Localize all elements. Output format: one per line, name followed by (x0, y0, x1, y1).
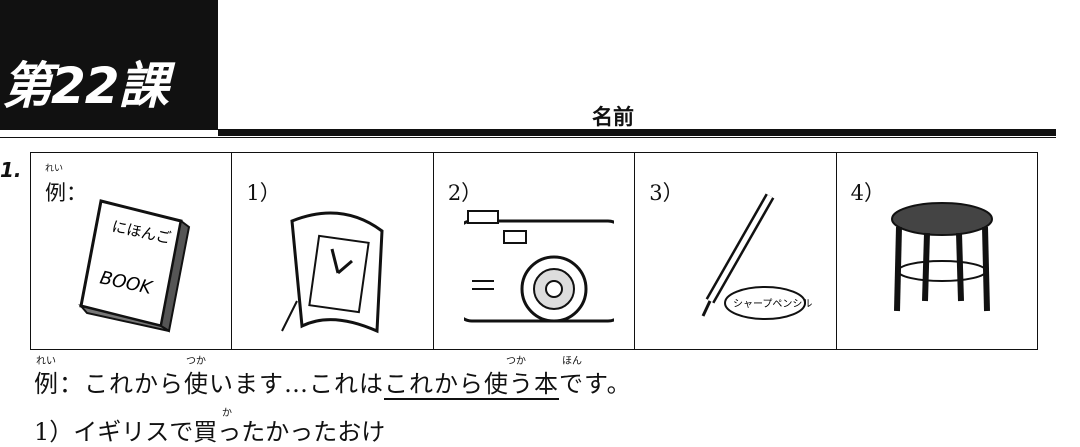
header-rule-thin (0, 137, 1056, 138)
ruby-ka: か (222, 408, 232, 419)
ruby-tsuka: つか (186, 356, 206, 367)
camera-icon (463, 210, 614, 323)
stool-icon (890, 202, 993, 312)
cell-label: 3） (649, 181, 684, 205)
example-sentence: 例：これから使います…これはこれから使う本です。 (34, 364, 632, 399)
cell-example: れい 例： にほんご BOOK (31, 153, 233, 349)
picture-grid: れい 例： にほんご BOOK 1） 2） (30, 152, 1038, 350)
ruby-rei: れい (36, 356, 56, 367)
pencil-bubble-text: シャープペンシル (733, 298, 812, 310)
sentence-part2: です。 (559, 370, 632, 398)
cell-4: 4） (837, 153, 1037, 349)
ruby-hon: ほん (562, 356, 582, 367)
exercise-number: 1. (0, 158, 22, 182)
cell-label: 4） (850, 181, 885, 205)
cell-1: 1） (232, 153, 434, 349)
mechanical-pencil-icon: シャープペンシル (701, 193, 813, 320)
sentence-part1: 例：これから使います…これは (34, 370, 384, 398)
cell-2: 2） (434, 153, 636, 349)
cell-label: 1） (246, 181, 281, 205)
cell-label: 2） (447, 181, 483, 205)
lesson-header-block: 第22課 (0, 0, 218, 130)
cell-3: 3） シャープペンシル (635, 153, 837, 349)
clock-icon (281, 211, 384, 334)
ruby-tsuka: つか (506, 356, 526, 367)
book-icon: にほんご BOOK (78, 199, 191, 333)
cell-label: 例： (45, 181, 87, 205)
name-label: 名前 (592, 105, 634, 129)
lesson-title: 第22課 (2, 57, 169, 115)
sentence-underlined: これから使う本 (384, 370, 559, 398)
header-rule (218, 129, 1056, 136)
ruby-rei: れい (45, 164, 64, 174)
question-1: 1）イギリスで買ったかったおけ (34, 418, 386, 446)
